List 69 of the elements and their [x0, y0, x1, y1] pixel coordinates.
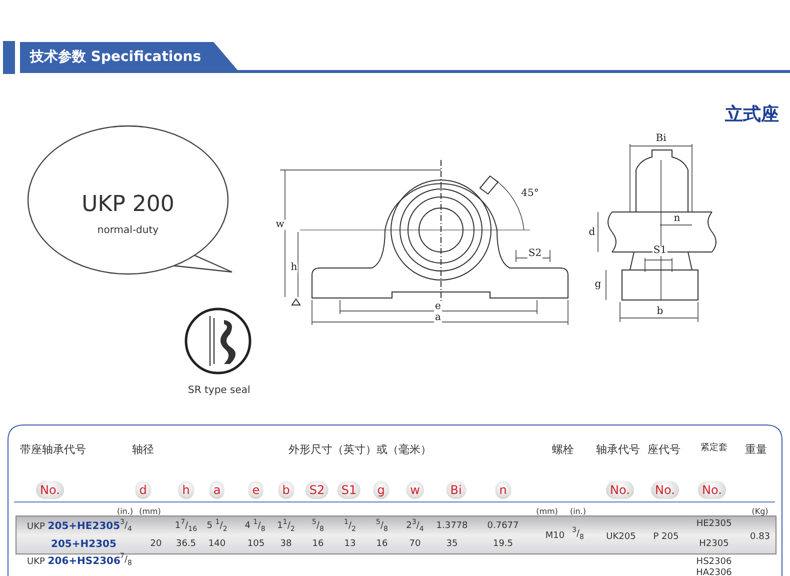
- subtitle-text: normal-duty: [97, 226, 159, 236]
- title-banner: 技术参数 Specifications: [20, 42, 240, 73]
- symbol-label: No.: [698, 481, 726, 499]
- table-cell: HA2306: [696, 569, 732, 576]
- symbol-label: Bi: [446, 481, 466, 499]
- dimension-label: g: [594, 280, 602, 290]
- dimension-label: d: [588, 228, 596, 238]
- table-cell: UKP 205+HE2305: [27, 522, 120, 532]
- column-header: 带座轴承代号: [20, 444, 86, 455]
- table-cell: 19.5: [492, 540, 514, 549]
- symbol-label: No.: [606, 481, 634, 499]
- table-cell: HS2306: [696, 558, 732, 567]
- table-cell: 205+H2305: [51, 540, 116, 550]
- symbol-label: d: [135, 481, 151, 499]
- unit-label: (in.): [570, 508, 586, 516]
- table-cell: M10: [545, 532, 565, 541]
- table-cell: 38: [280, 540, 292, 549]
- dimension-label: Bi: [654, 134, 668, 144]
- symbol-label: S2: [305, 481, 329, 499]
- seal-label: SR type seal: [188, 386, 250, 396]
- column-header: 外形尺寸（英寸）或（毫米）: [288, 444, 432, 455]
- table-cell: 0.83: [750, 533, 770, 542]
- table-cell: 35: [446, 540, 458, 549]
- unit-label: (Kg): [752, 508, 768, 516]
- table-cell: 20: [150, 540, 162, 549]
- table-cell: 70: [409, 540, 421, 549]
- dimension-label: n: [672, 214, 682, 224]
- dimension-label: e: [434, 302, 442, 312]
- dimension-label: w: [274, 220, 286, 230]
- table-cell: 16: [312, 540, 324, 549]
- dimension-label: b: [656, 307, 664, 317]
- column-header: 螺栓: [552, 444, 574, 455]
- symbol-label: No.: [36, 481, 64, 499]
- symbol-label: n: [495, 481, 511, 499]
- symbol-label: b: [278, 481, 294, 499]
- table-cell: 140: [208, 540, 226, 549]
- table-cell: 105: [247, 540, 265, 549]
- table-cell: H2305: [699, 540, 729, 549]
- table-cell: HE2305: [696, 520, 732, 529]
- column-header: 紧定套: [700, 444, 728, 453]
- symbol-label: No.: [651, 481, 679, 499]
- symbol-label: w: [406, 481, 424, 499]
- model-name: UKP 200: [82, 194, 174, 216]
- dimension-label: S2: [527, 249, 543, 259]
- unit-label: (mm): [139, 508, 161, 516]
- table-cell: P 205: [653, 533, 679, 542]
- table-cell: 16: [376, 540, 388, 549]
- symbol-label: h: [178, 481, 194, 499]
- table-cell: 13: [344, 540, 356, 549]
- table-cell: 36.5: [176, 540, 196, 549]
- table-cell: 0.7677: [487, 522, 519, 531]
- symbol-label: g: [373, 481, 389, 499]
- column-header: 轴径: [132, 444, 154, 455]
- table-cell: 1.3778: [436, 522, 468, 531]
- view-title: 立式座: [725, 106, 779, 124]
- table-cell: UKP 206+HS2306: [27, 557, 120, 567]
- column-header: 重量: [745, 444, 767, 455]
- column-header: 轴承代号: [596, 444, 640, 455]
- dimension-label: 45°: [520, 189, 540, 199]
- dimension-label: h: [290, 263, 298, 273]
- dimension-label: S1: [652, 246, 668, 256]
- unit-label: (in.): [116, 508, 134, 516]
- symbol-label: a: [209, 481, 225, 499]
- dimension-label: a: [434, 313, 442, 323]
- table-cell: UK205: [606, 533, 636, 542]
- column-header: 座代号: [648, 444, 680, 455]
- symbol-label: S1: [337, 481, 361, 499]
- symbol-label: e: [248, 481, 264, 499]
- unit-label: (mm): [536, 508, 558, 516]
